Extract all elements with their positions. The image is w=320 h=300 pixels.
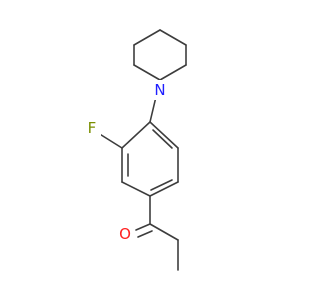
bond-ring-f bbox=[121, 121, 151, 149]
bond-ring-d bbox=[121, 181, 151, 197]
bond-n-c2 bbox=[133, 64, 161, 81]
bonds bbox=[97, 29, 187, 271]
bond-ring-c bbox=[149, 181, 179, 197]
bond-c6-n bbox=[159, 64, 187, 81]
bond-ring-a-inner bbox=[152, 129, 173, 149]
bond-carbonyl-o-inner bbox=[137, 230, 153, 238]
bond-c4-c5 bbox=[159, 29, 187, 46]
nitrogen-label-bg bbox=[151, 80, 169, 100]
bond-carbonyl-ch2 bbox=[149, 223, 179, 241]
oxygen-label-bg bbox=[116, 224, 134, 244]
molecule-structure: N F O bbox=[83, 29, 187, 271]
bond-ring-a bbox=[149, 121, 179, 149]
bond-c3-c4 bbox=[133, 29, 161, 46]
bond-ring-c-inner bbox=[150, 179, 173, 191]
bond-carbonyl-o bbox=[135, 223, 151, 231]
oxygen-label: O bbox=[119, 225, 131, 243]
atom-labels: N F O bbox=[83, 80, 169, 244]
fluorine-label: F bbox=[88, 119, 97, 137]
nitrogen-label: N bbox=[154, 81, 165, 99]
bond-c-f bbox=[97, 132, 123, 149]
fluorine-label-bg bbox=[83, 118, 101, 138]
